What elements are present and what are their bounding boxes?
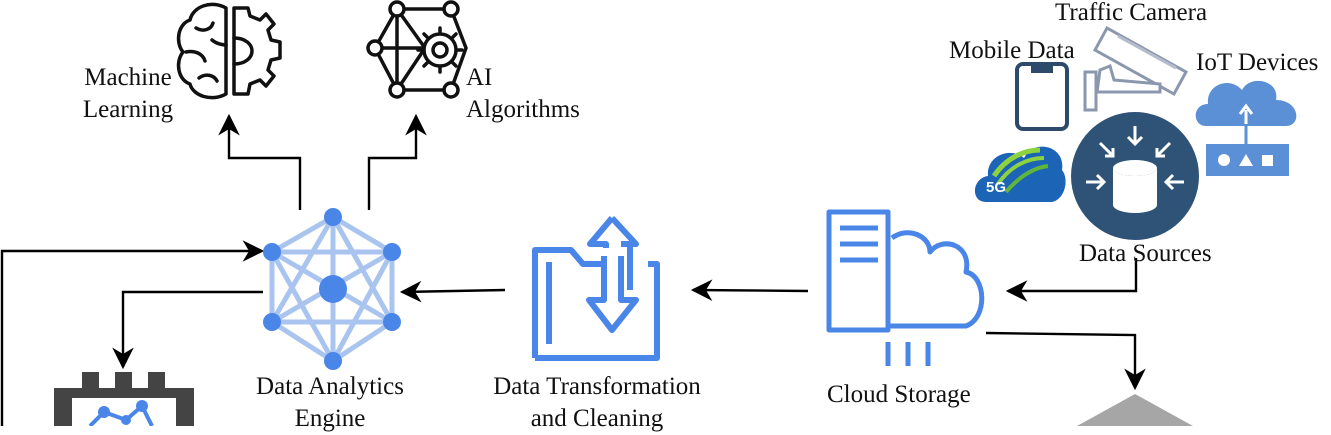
label-data-analytics-engine-line2: Engine: [294, 405, 366, 432]
label-machine-learning-line2: Learning: [82, 96, 174, 123]
label-ai-algorithms-line1: AI: [466, 64, 493, 91]
label-data-analytics-engine-line1: Data Analytics: [256, 373, 404, 400]
arrow-cloud-to-storage-shape: [985, 331, 1146, 391]
brain-gear-icon: [176, 2, 282, 100]
arrow-engine-to-ml: [218, 113, 302, 210]
label-data-transformation: Data Transformation and Cleaning: [472, 371, 722, 435]
label-data-transformation-line2: and Cleaning: [530, 405, 664, 432]
5g-cloud-icon: 5G: [974, 146, 1066, 202]
label-ai-algorithms-line2: Algorithms: [466, 96, 580, 123]
arrow-engine-to-ai: [367, 113, 427, 210]
connectors: [0, 113, 1146, 426]
label-machine-learning-line1: Machine: [84, 64, 172, 91]
5g-label: 5G: [986, 179, 1006, 196]
label-machine-learning: Machine Learning: [72, 62, 184, 126]
arrow-sources-to-cloud: [1005, 258, 1138, 302]
network-gear-icon: [366, 0, 468, 99]
analytics-mesh-icon: [263, 208, 401, 370]
iot-cloud-icon: [1195, 80, 1297, 176]
traffic-camera-icon: [1083, 25, 1189, 112]
arrow-transform-to-engine: [399, 280, 506, 303]
label-cloud-storage: Cloud Storage: [827, 381, 971, 408]
label-ai-algorithms: AI Algorithms: [466, 62, 580, 126]
cloud-server-icon: [826, 209, 985, 366]
chip-icon: [54, 372, 194, 426]
data-hub-icon: [1071, 112, 1199, 240]
label-data-analytics-engine: Data Analytics Engine: [230, 371, 430, 435]
arrow-feedback-to-engine: [0, 240, 265, 426]
phone-icon: [1015, 62, 1069, 131]
arrow-engine-to-chip: [112, 290, 263, 370]
arrow-cloud-to-transform: [690, 279, 809, 301]
label-mobile-data: Mobile Data: [949, 37, 1075, 64]
folder-transfer-icon: [532, 215, 660, 361]
label-data-sources: Data Sources: [1079, 240, 1212, 267]
label-traffic-camera: Traffic Camera: [1055, 0, 1208, 26]
gray-shape-icon: [1077, 394, 1193, 426]
label-data-transformation-line1: Data Transformation: [493, 373, 701, 400]
label-iot-devices: IoT Devices: [1196, 49, 1319, 76]
